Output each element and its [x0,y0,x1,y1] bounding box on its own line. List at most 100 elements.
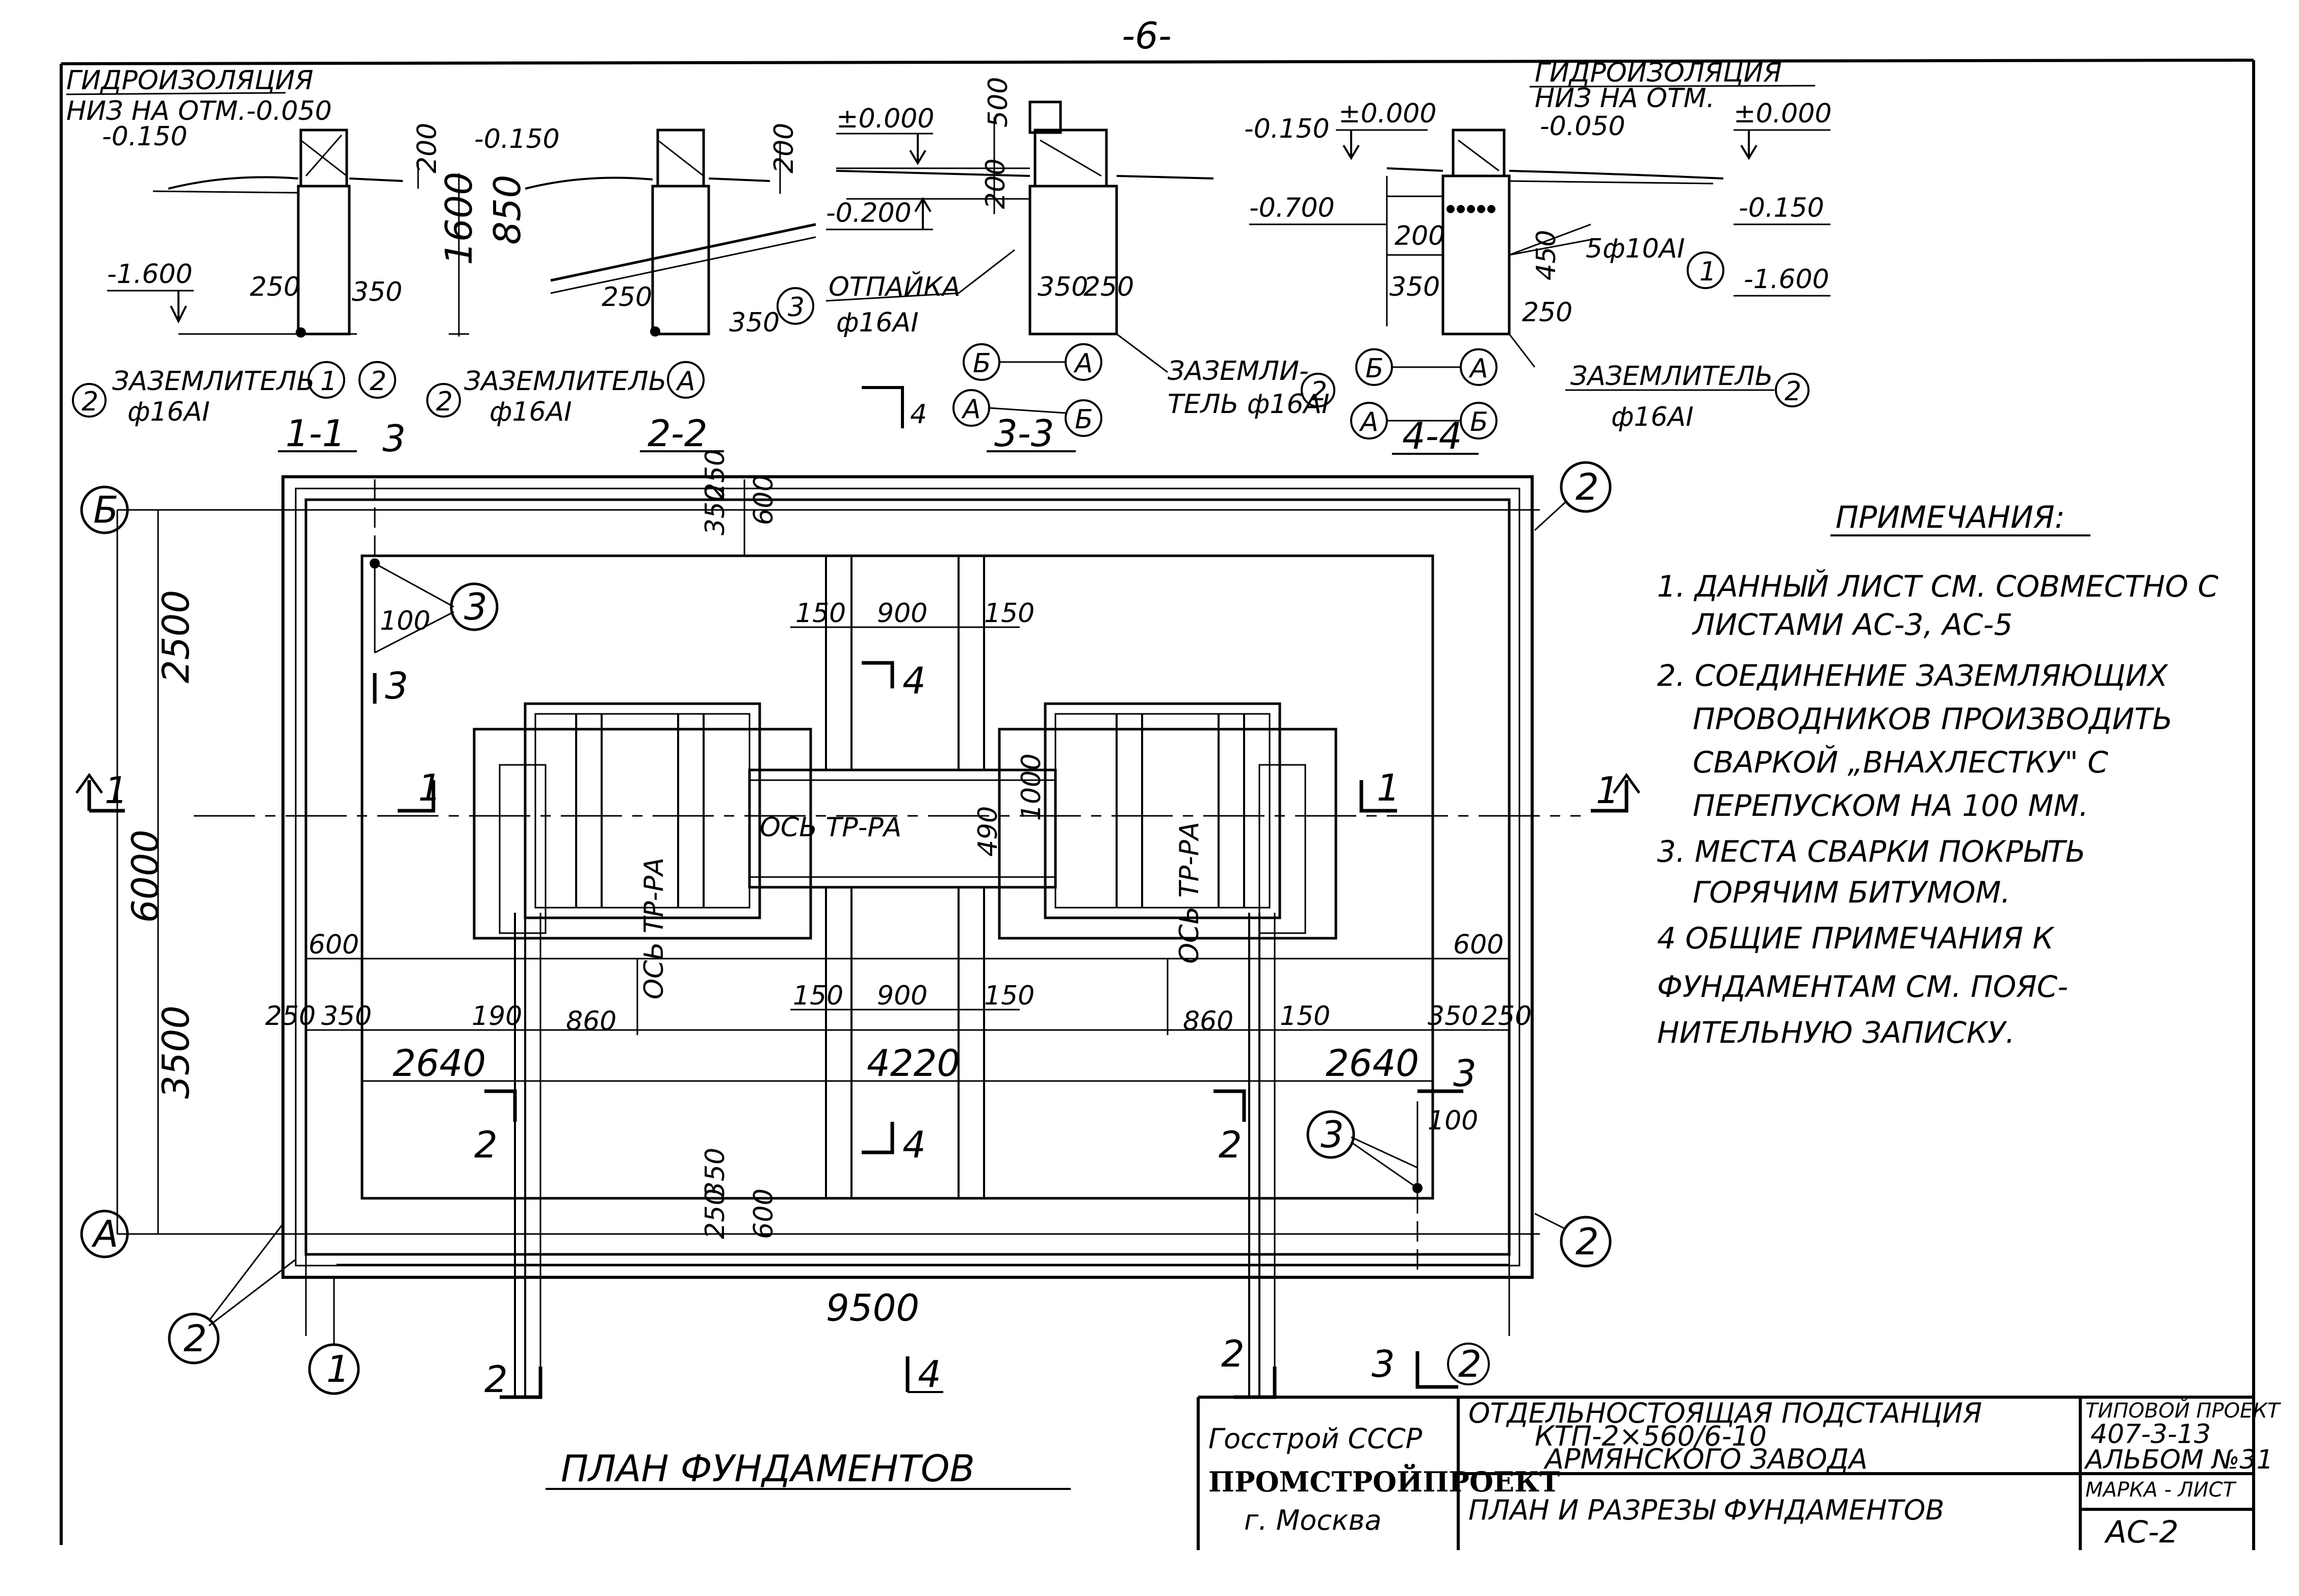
dim-150-c: 150 [793,981,843,1011]
ground-loop-outer [281,475,1534,1279]
axis-b-2: Б [1470,407,1488,437]
level-m200: -0.200 [826,198,912,228]
dim-350: 350 [729,307,780,338]
axis-a: А [1468,353,1488,384]
callout-axis-1: 1 [320,366,337,397]
dim-600-l: 600 [308,930,359,960]
level-m150: -0.150 [1244,114,1330,144]
ground-spec: ф16АI [1611,402,1694,432]
dim-900-mid: 900 [877,981,927,1011]
dim-350-r: 350 [1428,1001,1478,1032]
ground-label: ЗАЗЕМЛИТЕЛЬ [464,366,666,397]
plan-axis-1: 1 [326,1348,350,1391]
axis-a-2: А [961,394,981,425]
cut-1-left: 1 [105,769,128,812]
org-line-2: ПРОМСТРОЙПРОЕКТ [1208,1463,1560,1498]
mark-value: АС-2 [2104,1514,2179,1550]
axis-a: А [1073,348,1093,379]
cut-2-bot-right: 2 [1221,1332,1245,1375]
section-2-2: -0.150 200 850 250 350 2 ЗАЗЕМЛИТЕЛЬ ф16… [426,123,816,455]
callout-ground: 2 [82,387,98,417]
level-m700: -0.700 [1249,193,1335,223]
note-line: ФУНДАМЕНТАМ СМ. ПОЯС- [1657,969,2068,1004]
ground-label: ЗАЗЕМЛИТЕЛЬ [112,366,315,397]
callout-axis-a: А [676,366,695,397]
dim-200: 200 [769,123,799,173]
callout-rebar: 1 [1699,256,1716,287]
dim-150-r: 150 [1280,1001,1330,1032]
proj-code: 407-3-13 [2090,1419,2211,1450]
note-line: ПЕРЕПУСКОМ НА 100 ММ. [1693,788,2088,823]
ground-label: ЗАЗЕМЛИ- [1168,356,1309,387]
left-transformer-pad [473,728,812,940]
dim-200: 200 [412,123,443,173]
dim-1600: 1600 [437,172,480,265]
org-line-1: Госстрой СССР [1208,1423,1423,1455]
level-bottom: -1.600 [107,259,193,290]
dim-150-a: 150 [795,598,846,629]
dim-1000: 1000 [1016,754,1047,821]
level-zero: ±0.000 [1338,98,1436,129]
dim-860-r: 860 [1183,1006,1233,1037]
ground-label-2: ТЕЛЬ ф16АI [1168,389,1329,420]
dim-900-top: 900 [877,598,927,629]
dim-350-bot: 350 [700,1148,731,1198]
dim-350-l: 350 [321,1001,372,1032]
album: АЛЬБОМ №31 [2084,1445,2274,1475]
dim-600-top: 600 [748,475,779,525]
axis-b-2: Б [1075,404,1093,435]
dim-600-bot: 600 [748,1189,779,1239]
dim-350: 350 [1038,272,1088,302]
org-line-3: г. Москва [1244,1504,1382,1536]
dim-9500: 9500 [826,1286,919,1329]
dim-250: 250 [1522,297,1572,328]
cut-3-right: 3 [1453,1052,1477,1095]
axis-label-left: ОСЬ ТР-РА [639,858,669,999]
axis-label-right: ОСЬ ТР-РА [1174,822,1205,964]
dim-250: 250 [1083,272,1134,302]
note-line: 4 ОБЩИЕ ПРИМЕЧАНИЯ К [1657,921,2055,956]
notes: ПРИМЕЧАНИЯ: 1. ДАННЫЙ ЛИСТ СМ. СОВМЕСТНО… [1657,500,2218,1050]
foundation-outline-inner [360,554,1434,1200]
dim-150-d: 150 [984,981,1035,1011]
level-zero: ±0.000 [836,104,934,134]
axis-a-2: А [1359,407,1379,437]
dim-350: 350 [352,277,402,307]
section-title: 1-1 [286,412,346,455]
dim-500: 500 [983,77,1014,127]
level-zero-right: ±0.000 [1734,98,1831,129]
callout-axis-2: 2 [370,366,386,397]
page-number: -6- [1122,14,1172,57]
note-line: ПРОВОДНИКОВ ПРОИЗВОДИТЬ [1693,702,2173,736]
section-4-4: ГИДРОИЗОЛЯЦИЯ НИЗ НА ОТМ. -0.050 -0.150 … [1244,58,1831,457]
axis-b: Б [973,348,991,379]
section-1-1: ГИДРОИЗОЛЯЦИЯ НИЗ НА ОТМ.-0.050 -0.150 -… [66,65,480,455]
foundation-plan: Б А 1 2500 6000 3500 9500 250 350 600 35… [75,417,1641,1490]
hydro-label: ГИДРОИЗОЛЯЦИЯ [1535,58,1782,88]
dim-350: 350 [1389,272,1440,302]
level-top: -0.150 [474,124,560,155]
ground-spec: ф16АI [489,397,572,427]
callout-ground: 2 [436,387,453,417]
dim-2640-r: 2640 [1326,1042,1419,1085]
note-line: ЛИСТАМИ АС-3, АС-5 [1692,607,2012,642]
section-title: 3-3 [994,412,1054,455]
proj-label: ТИПОВОЙ ПРОЕКТ [2085,1398,2282,1423]
dim-350-top: 350 [700,485,731,535]
plan-axis-a: А [91,1213,118,1255]
dim-850: 850 [486,175,529,245]
hydro-label: ГИДРОИЗОЛЯЦИЯ [66,65,314,96]
level-m150-right: -0.150 [1739,193,1824,223]
cut-1-mid-right: 1 [1377,766,1400,809]
tap-label: ОТПАЙКА [829,271,961,302]
note-line: 1. ДАННЫЙ ЛИСТ СМ. СОВМЕСТНО С [1657,569,2218,604]
ground-spec: ф16АI [127,397,210,427]
section-title: 4-4 [1402,415,1462,457]
dim-4220: 4220 [867,1042,960,1085]
dim-2500: 2500 [154,590,197,683]
dim-2640-l: 2640 [393,1042,486,1085]
tap-spec: ф16АI [836,307,919,338]
cut-3-top: 3 [385,664,408,707]
callout-3-br: 3 [1321,1113,1344,1156]
